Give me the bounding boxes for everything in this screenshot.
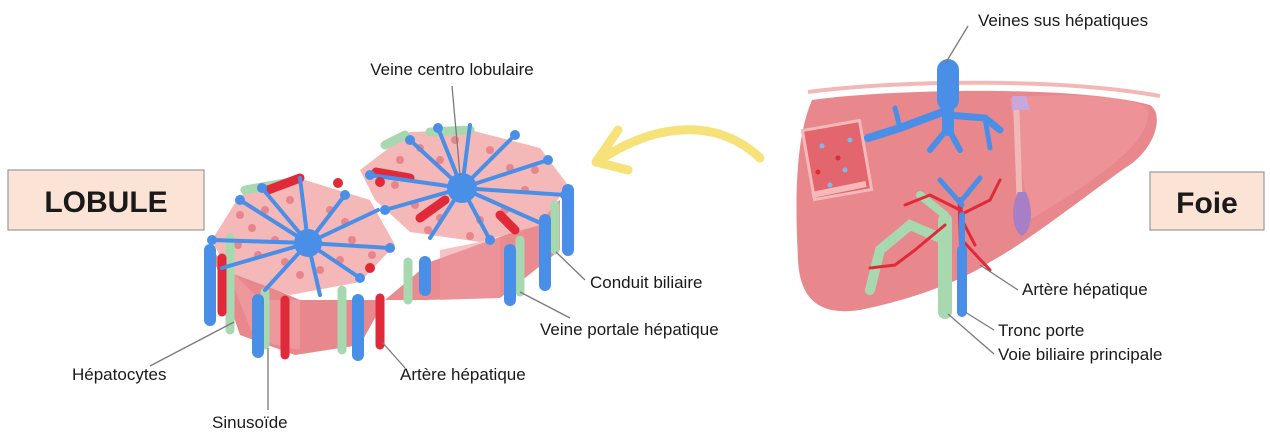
label-sinusoide: Sinusoïde xyxy=(212,413,288,432)
liver-title-box: Foie xyxy=(1150,172,1264,230)
lobule-title-box: LOBULE xyxy=(8,170,204,230)
leader-artere-lobule xyxy=(382,342,405,368)
label-tronc-porte: Tronc porte xyxy=(998,321,1084,340)
lobule-labels: Veine centro lobulaire Conduit biliaire … xyxy=(72,60,719,432)
leader-voie-biliaire xyxy=(948,314,994,354)
label-veines-sus-hepatiques: Veines sus hépatiques xyxy=(978,11,1148,30)
label-artere-lobule: Artère hépatique xyxy=(400,365,526,384)
central-vein-left xyxy=(294,229,322,257)
label-hepatocytes: Hépatocytes xyxy=(72,365,167,384)
lobule-title: LOBULE xyxy=(44,186,167,219)
liver-title: Foie xyxy=(1176,187,1238,220)
label-voie-biliaire: Voie biliaire principale xyxy=(998,345,1162,364)
label-veine-centro-lobulaire: Veine centro lobulaire xyxy=(370,60,534,79)
leader-hepatocytes xyxy=(150,322,234,366)
label-artere-foie: Artère hépatique xyxy=(1022,280,1148,299)
leader-tronc-porte xyxy=(965,312,994,330)
lobule-illustration xyxy=(207,123,570,355)
leader-artere-foie xyxy=(980,265,1018,290)
leader-veines-sus xyxy=(945,26,968,64)
central-vein-right xyxy=(447,173,477,203)
direction-arrow xyxy=(596,130,760,170)
leader-veine-portale xyxy=(520,292,570,318)
liver-illustration xyxy=(796,70,1160,312)
label-veine-portale: Veine portale hépatique xyxy=(540,320,719,339)
label-conduit-biliaire: Conduit biliaire xyxy=(590,273,702,292)
leader-conduit-biliaire xyxy=(556,252,585,280)
